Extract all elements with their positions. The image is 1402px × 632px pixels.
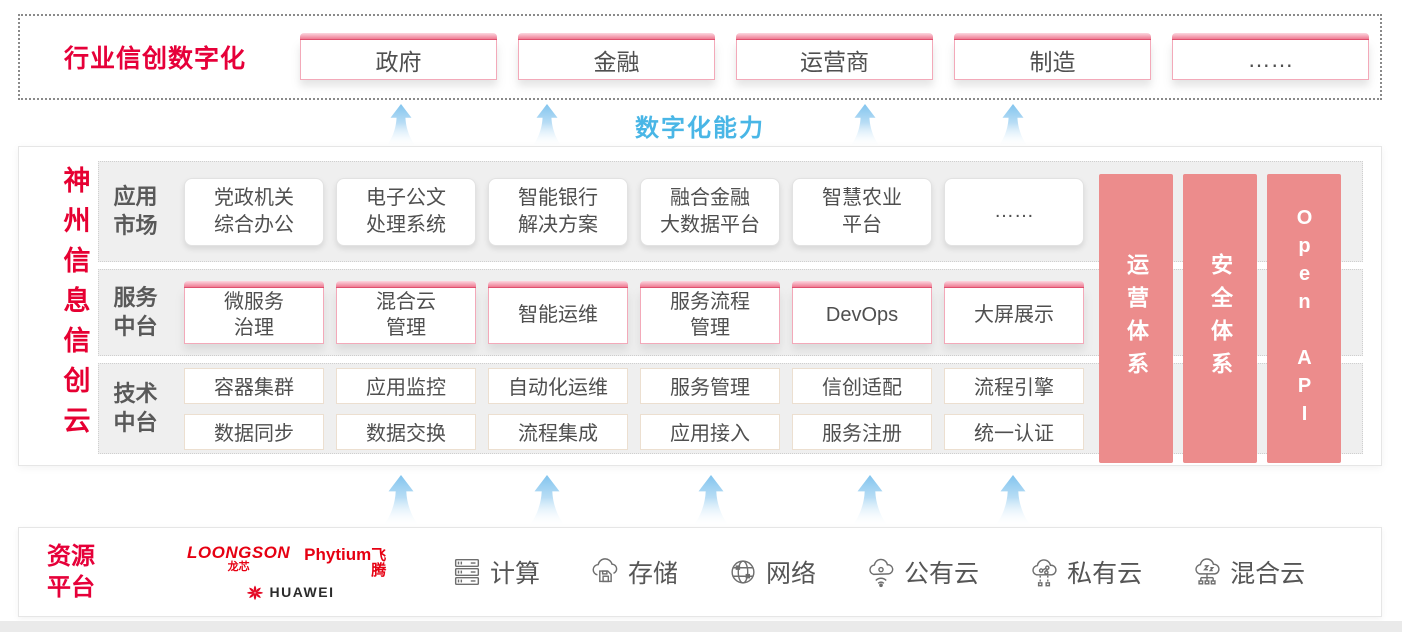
service-box: 服务流程 管理: [640, 280, 780, 344]
tech-box: 服务注册: [792, 413, 932, 450]
pillar-operation-system: 运营体系: [1099, 174, 1173, 463]
up-arrow-icon: [693, 475, 729, 525]
app-box: 智慧农业 平台: [792, 177, 932, 246]
panel-app-market-label: 应用 市场: [113, 184, 158, 238]
service-box: 微服务 治理: [184, 280, 324, 344]
industry-digitalization-band: 行业信创数字化 政府 金融 运营商 制造 ……: [18, 14, 1382, 100]
background-strip: [0, 621, 1402, 632]
up-arrow-icon: [386, 104, 416, 146]
tech-box: 应用监控: [336, 367, 476, 404]
tech-box: 自动化运维: [488, 367, 628, 404]
tech-box: 数据交换: [336, 413, 476, 450]
app-box: 智能银行 解决方案: [488, 177, 628, 246]
service-box: 混合云 管理: [336, 280, 476, 344]
app-box-more: ……: [944, 177, 1084, 246]
private-cloud-icon: [1032, 559, 1057, 587]
huawei-logo: HUAWEI: [245, 583, 335, 601]
tech-box: 统一认证: [944, 413, 1084, 450]
pillar-open-api: Open API: [1267, 174, 1341, 463]
digital-capability-label: 数字化能力: [635, 115, 765, 142]
network-globe-icon: [731, 560, 755, 584]
resource-item-compute: 计算: [450, 554, 540, 590]
tech-box: 信创适配: [792, 367, 932, 404]
up-arrow-icon: [383, 475, 419, 525]
platform-panels: 应用 市场 党政机关 综合办公 电子公文 处理系统 智能银行 解决方案 融合金融…: [98, 161, 1363, 454]
industry-box-manufacturing: 制造: [954, 33, 1151, 80]
up-arrow-icon: [852, 475, 888, 525]
service-box: DevOps: [792, 280, 932, 344]
tech-box: 数据同步: [184, 413, 324, 450]
resource-platform-label: 资源 平台: [47, 542, 95, 601]
resource-item-private-cloud: 私有云: [1027, 554, 1142, 590]
vendor-logos: LOONGSON 龙芯 Phytium 飞腾: [187, 544, 392, 601]
app-box: 电子公文 处理系统: [336, 177, 476, 246]
huawei-flower-icon: [246, 584, 263, 600]
tech-box: 流程引擎: [944, 367, 1084, 404]
tech-box: 服务管理: [640, 367, 780, 404]
panel-tech-middle: 技术 中台 容器集群 数据同步 应用监控 数据交换 自动化运维 流程集成 服务管…: [98, 363, 1363, 454]
storage-cloud-icon: [592, 558, 618, 583]
industry-band-title: 行业信创数字化: [64, 45, 247, 73]
industry-box-finance: 金融: [518, 33, 715, 80]
digital-capability-band: 数字化能力: [0, 100, 1402, 146]
platform-vertical-title: 神州信息信创云: [59, 166, 90, 446]
industry-box-more: ……: [1172, 33, 1369, 80]
app-box: 融合金融 大数据平台: [640, 177, 780, 246]
industry-box-operator: 运营商: [736, 33, 933, 80]
up-arrow-icon: [850, 104, 880, 146]
public-cloud-icon: [869, 558, 894, 588]
tech-box: 流程集成: [488, 413, 628, 450]
loongson-logo: LOONGSON 龙芯: [187, 542, 291, 573]
hybrid-cloud-icon: [1195, 558, 1220, 585]
panel-tech-middle-label: 技术 中台: [113, 381, 158, 435]
platform-pillars: 运营体系 安全体系 Open API: [1099, 174, 1341, 463]
resource-item-public-cloud: 公有云: [864, 554, 979, 590]
resource-item-network: 网络: [726, 554, 816, 590]
industry-boxes: 政府 金融 运营商 制造 ……: [300, 33, 1369, 80]
service-box: 大屏展示: [944, 280, 1084, 344]
panel-service-middle-label: 服务 中台: [113, 285, 158, 339]
service-box: 智能运维: [488, 280, 628, 344]
up-arrow-icon: [529, 475, 565, 525]
up-arrow-icon: [998, 104, 1028, 146]
app-box: 党政机关 综合办公: [184, 177, 324, 246]
xinchuang-cloud-platform: 神州信息信创云 应用 市场 党政机关 综合办公 电子公文 处理系统 智能银行 解…: [18, 146, 1382, 466]
up-arrow-icon: [532, 104, 562, 146]
tech-box: 应用接入: [640, 413, 780, 450]
resource-item-storage: 存储: [588, 554, 678, 590]
industry-box-government: 政府: [300, 33, 497, 80]
resource-platform-band: 资源 平台 LOONGSON 龙芯 Phytium 飞腾: [18, 527, 1382, 617]
pillar-security-system: 安全体系: [1183, 174, 1257, 463]
resource-to-platform-arrows: [0, 468, 1402, 527]
up-arrow-icon: [995, 475, 1031, 525]
resource-item-hybrid-cloud: 混合云: [1190, 554, 1305, 590]
resource-items: 计算 存储 网络: [450, 554, 1305, 590]
server-icon: [454, 559, 480, 585]
tech-box: 容器集群: [184, 367, 324, 404]
phytium-logo: Phytium 飞腾: [304, 544, 387, 579]
